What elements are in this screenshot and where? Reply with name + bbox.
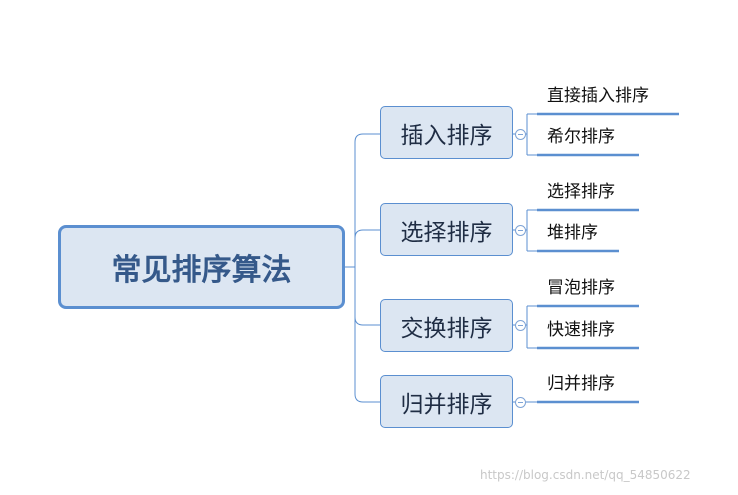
collapse-toggle-icon[interactable] — [515, 320, 526, 331]
leaf-node-bubble-sort[interactable]: 冒泡排序 — [547, 278, 615, 298]
collapse-toggle-icon[interactable] — [515, 397, 526, 408]
branch-node-exchange-sort[interactable]: 交换排序 — [380, 299, 513, 352]
collapse-toggle-icon[interactable] — [515, 225, 526, 236]
leaf-node-quick-sort[interactable]: 快速排序 — [547, 320, 615, 340]
root-label: 常见排序算法 — [111, 253, 292, 288]
trunk-connector — [354, 133, 380, 403]
leaf-node-merge-sort[interactable]: 归并排序 — [547, 374, 615, 394]
branch-node-insertion-sort[interactable]: 插入排序 — [380, 106, 513, 159]
trunk-branch-3 — [354, 316, 380, 326]
leaf-node-heap-sort[interactable]: 堆排序 — [547, 223, 598, 243]
branch-label: 归并排序 — [400, 391, 493, 418]
branch-label: 交换排序 — [400, 315, 493, 342]
collapse-toggle-icon[interactable] — [515, 129, 526, 140]
branch-label: 插入排序 — [400, 122, 493, 149]
branch-node-selection-sort[interactable]: 选择排序 — [380, 203, 513, 256]
root-node[interactable]: 常见排序算法 — [58, 225, 345, 309]
trunk-branch-2 — [354, 229, 380, 239]
leaf-node-straight-insertion[interactable]: 直接插入排序 — [547, 86, 649, 106]
branch-label: 选择排序 — [400, 219, 493, 246]
leaf-node-shell-sort[interactable]: 希尔排序 — [547, 127, 615, 147]
watermark: https://blog.csdn.net/qq_54850622 — [480, 468, 691, 482]
branch-node-merge-sort[interactable]: 归并排序 — [380, 375, 513, 428]
leaf-node-selection-sort[interactable]: 选择排序 — [547, 182, 615, 202]
